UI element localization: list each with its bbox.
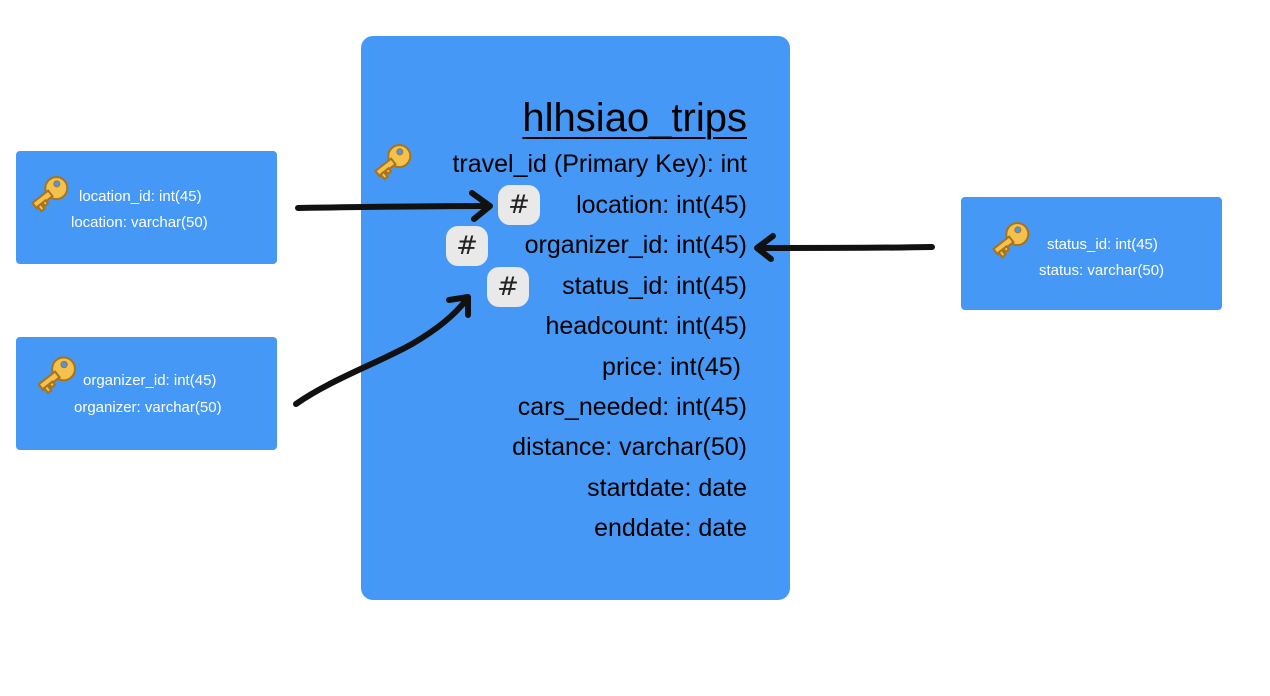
status-name-field: status: varchar(50)	[1039, 262, 1165, 279]
key-icon	[37, 356, 77, 395]
key-icon	[373, 144, 412, 181]
location-id-field: location_id: int(45)	[79, 188, 202, 205]
key-icon	[30, 176, 69, 213]
field-distance: distance: varchar(50)	[512, 433, 747, 461]
trips-table-title: hlhsiao_trips	[522, 96, 747, 140]
organizer-name-field: organizer: varchar(50)	[74, 399, 222, 416]
organizer-id-field: organizer_id: int(45)	[83, 372, 217, 389]
field-startdate: startdate: date	[587, 474, 747, 502]
location-name-field: location: varchar(50)	[71, 214, 208, 231]
field-price: price: int(45)	[602, 353, 741, 381]
field-headcount: headcount: int(45)	[545, 312, 747, 340]
organizer-table: organizer_id: int(45) organizer: varchar…	[16, 337, 277, 450]
status-table: status_id: int(45) status: varchar(50)	[961, 197, 1222, 310]
key-icon	[991, 222, 1030, 259]
field-organizer-id: organizer_id: int(45)	[524, 231, 747, 259]
field-cars-needed: cars_needed: int(45)	[517, 393, 747, 421]
hash-badge: #	[487, 267, 529, 307]
location-table: location_id: int(45) location: varchar(5…	[16, 151, 277, 264]
field-enddate: enddate: date	[594, 514, 747, 542]
field-location: location: int(45)	[576, 191, 747, 219]
field-status-id: status_id: int(45)	[562, 272, 747, 300]
status-id-field: status_id: int(45)	[1047, 236, 1158, 253]
hash-badge: #	[446, 226, 488, 266]
field-travel-id: travel_id (Primary Key): int	[452, 150, 747, 178]
hash-badge: #	[498, 185, 540, 225]
